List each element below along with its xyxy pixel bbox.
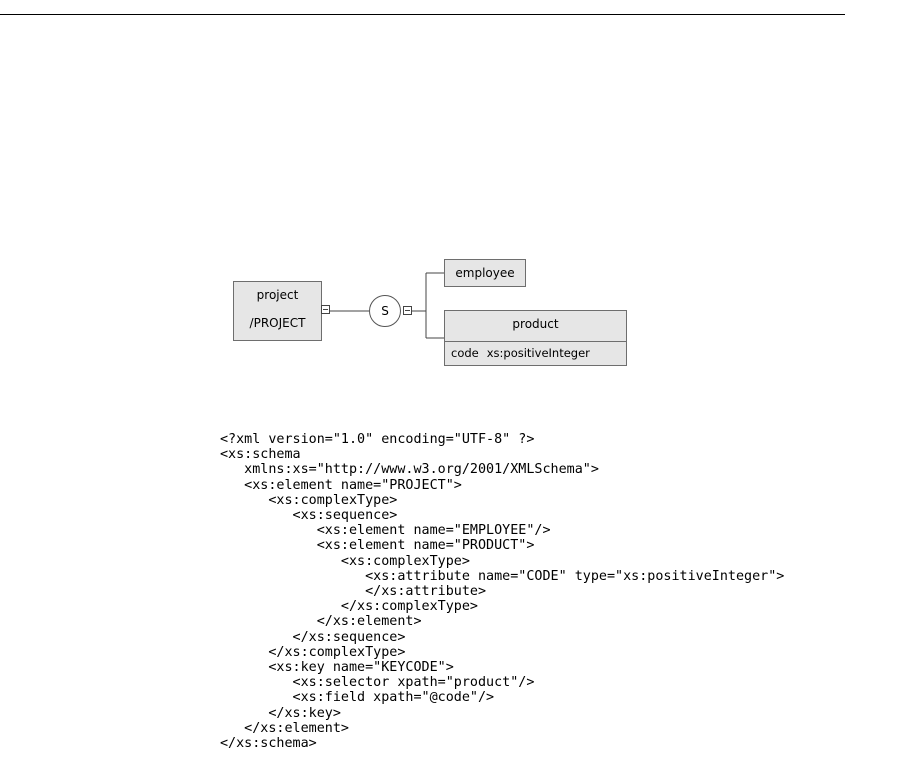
project-collapse-icon[interactable]	[321, 305, 330, 314]
code-line: <xs:field xpath="@code"/>	[220, 690, 495, 706]
code-line: <xs:complexType>	[220, 492, 398, 508]
code-line: <xs:element name="PRODUCT">	[220, 538, 535, 554]
sequence-collapse-icon[interactable]	[403, 306, 412, 315]
schema-diagram: project /PROJECT S employee product code…	[233, 259, 627, 366]
code-line: </xs:schema>	[220, 736, 317, 752]
employee-element-box[interactable]: employee	[444, 259, 526, 287]
project-element-path: /PROJECT	[249, 316, 306, 330]
code-line: </xs:attribute>	[220, 584, 487, 600]
code-line: xmlns:xs="http://www.w3.org/2001/XMLSche…	[220, 462, 599, 478]
connector-lines	[330, 272, 444, 339]
project-element-name: project	[256, 288, 299, 302]
project-element-box[interactable]: project /PROJECT	[233, 281, 322, 341]
code-line: </xs:element>	[220, 614, 422, 630]
code-line: <xs:element name="PROJECT">	[220, 477, 462, 493]
product-attribute-row: code xs:positiveInteger	[451, 346, 598, 360]
code-line: <xs:key name="KEYCODE">	[220, 660, 454, 676]
code-line: </xs:complexType>	[220, 644, 406, 660]
code-line: </xs:element>	[220, 720, 349, 736]
sequence-compositor[interactable]: S	[369, 295, 401, 327]
top-rule	[0, 14, 845, 15]
product-divider	[445, 341, 626, 342]
code-line: <xs:schema	[220, 447, 301, 463]
product-element-box[interactable]: product code xs:positiveInteger	[444, 310, 627, 366]
code-line: <xs:sequence>	[220, 508, 398, 524]
code-line: <xs:complexType>	[220, 553, 470, 569]
code-line: <xs:element name="EMPLOYEE"/>	[220, 523, 551, 539]
code-line: <xs:attribute name="CODE" type="xs:posit…	[220, 568, 785, 584]
employee-element-name: employee	[455, 266, 515, 280]
code-line: <?xml version="1.0" encoding="UTF-8" ?>	[220, 432, 535, 447]
code-line: </xs:complexType>	[220, 599, 478, 615]
xml-schema-code: <?xml version="1.0" encoding="UTF-8" ?><…	[220, 432, 784, 751]
code-line: <xs:selector xpath="product"/>	[220, 675, 535, 691]
code-line: </xs:key>	[220, 705, 341, 721]
attribute-name: code	[451, 346, 479, 360]
product-element-name: product	[512, 317, 559, 331]
attribute-type: xs:positiveInteger	[486, 346, 590, 360]
code-line: </xs:sequence>	[220, 629, 406, 645]
